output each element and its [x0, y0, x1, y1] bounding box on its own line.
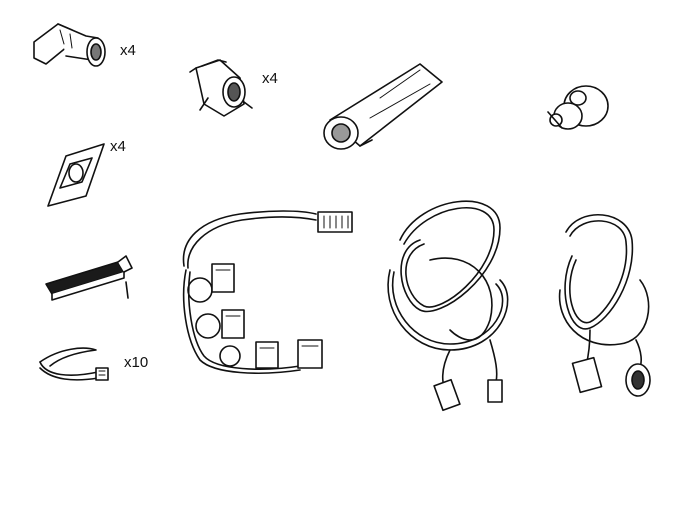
adhesive-strip-icon	[45, 255, 133, 301]
cable-tie-quantity-label: x10	[124, 354, 149, 371]
extension-cable-icon	[558, 213, 651, 397]
gasket-quantity-label: x4	[110, 138, 126, 155]
tape-roll-icon	[323, 63, 443, 150]
gasket-icon	[47, 143, 105, 207]
sensor-holder-quantity-label: x4	[262, 70, 278, 87]
parking-sensor-icon	[33, 23, 106, 67]
grommet-icon	[547, 85, 609, 130]
cable-tie-icon	[39, 347, 109, 381]
sensor-holder-icon	[189, 59, 253, 117]
sensor-harness-icon	[182, 210, 353, 374]
sensor-quantity-label: x4	[120, 42, 136, 59]
extension-cable-icon	[387, 200, 509, 412]
